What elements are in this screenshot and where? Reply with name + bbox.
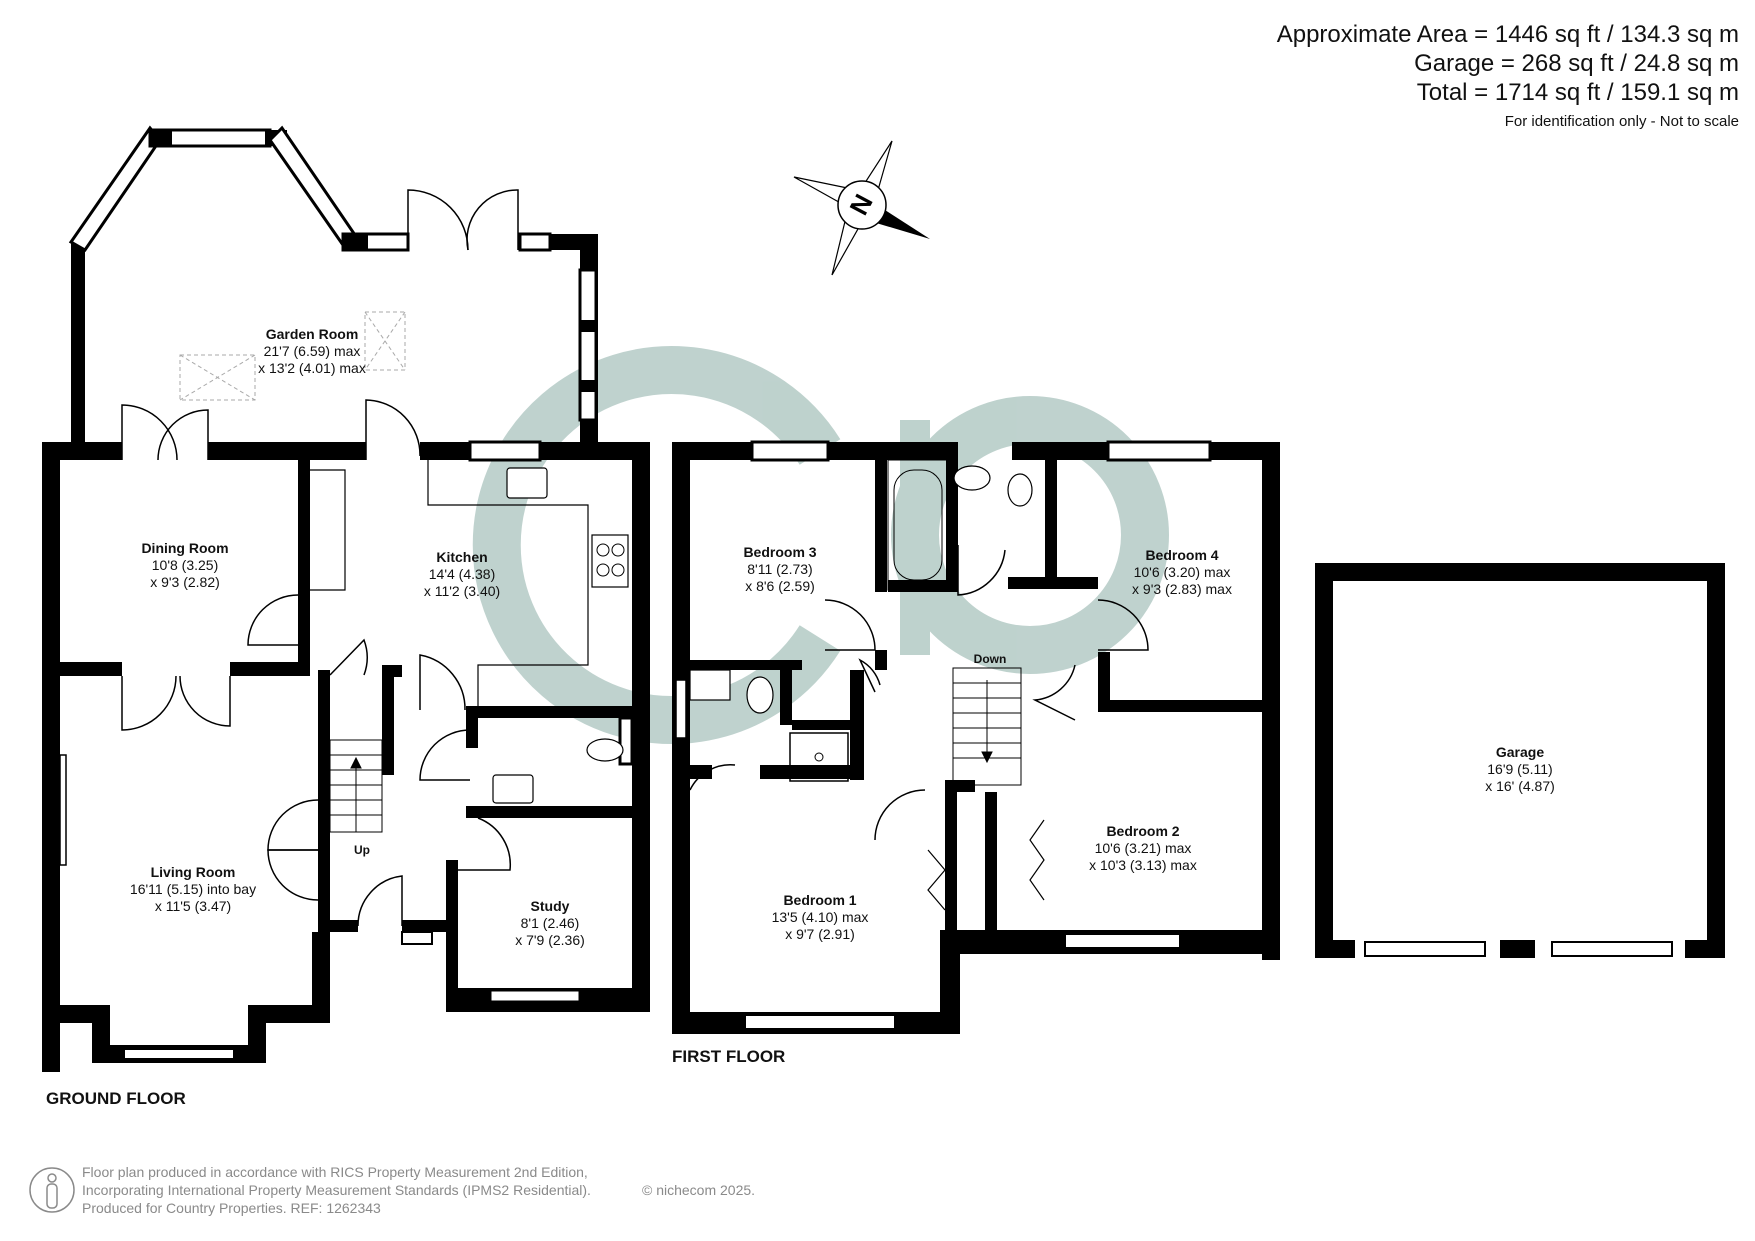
watermark-logo bbox=[472, 346, 1169, 744]
garden-room-name: Garden Room bbox=[266, 326, 359, 342]
garden-room-dim2: x 13'2 (4.01) max bbox=[258, 360, 366, 376]
first-floor-label: FIRST FLOOR bbox=[672, 1047, 785, 1066]
bedroom-1-name: Bedroom 1 bbox=[783, 892, 856, 908]
kitchen-dim1: 14'4 (4.38) bbox=[429, 566, 496, 582]
scale-note: For identification only - Not to scale bbox=[1504, 113, 1739, 130]
garage-area: Garage = 268 sq ft / 24.8 sq m bbox=[1414, 50, 1739, 77]
bedroom-4-name: Bedroom 4 bbox=[1145, 547, 1218, 563]
study-dim2: x 7'9 (2.36) bbox=[515, 932, 585, 948]
compass-icon: N bbox=[793, 140, 930, 276]
garden-room-wall bbox=[71, 242, 85, 442]
footer-line-2: Incorporating International Property Mea… bbox=[82, 1182, 591, 1198]
bedroom-1-dim1: 13'5 (4.10) max bbox=[772, 909, 869, 925]
study-name: Study bbox=[531, 898, 570, 914]
person-scale-icon bbox=[29, 1167, 75, 1213]
footer-notes: Floor plan produced in accordance with R… bbox=[82, 1163, 755, 1217]
total-area: Total = 1714 sq ft / 159.1 sq m bbox=[1416, 79, 1739, 106]
footer-line-1: Floor plan produced in accordance with R… bbox=[82, 1164, 588, 1180]
ground-floor bbox=[42, 125, 650, 1072]
bedroom-2-dim1: 10'6 (3.21) max bbox=[1095, 840, 1192, 856]
bedroom-3-dim2: x 8'6 (2.59) bbox=[745, 578, 815, 594]
bedroom-3-name: Bedroom 3 bbox=[743, 544, 816, 560]
garage-dim1: 16'9 (5.11) bbox=[1487, 761, 1552, 777]
stairs-up-label: Up bbox=[354, 843, 370, 857]
first-stairs bbox=[952, 667, 1022, 786]
living-room-name: Living Room bbox=[151, 864, 236, 880]
first-floor bbox=[672, 440, 1280, 1034]
living-room-dim1: 16'11 (5.15) into bay bbox=[130, 881, 256, 897]
kitchen-name: Kitchen bbox=[436, 549, 487, 565]
bedroom-1-dim2: x 9'7 (2.91) bbox=[785, 926, 855, 942]
ground-stairs bbox=[329, 739, 383, 833]
area-summary: Approximate Area = 1446 sq ft / 134.3 sq… bbox=[1277, 20, 1739, 133]
bedroom-4-dim1: 10'6 (3.20) max bbox=[1134, 564, 1231, 580]
garden-room-dim1: 21'7 (6.59) max bbox=[264, 343, 361, 359]
ground-floor-label: GROUND FLOOR bbox=[46, 1089, 186, 1108]
stairs-down-label: Down bbox=[974, 652, 1007, 666]
approximate-area: Approximate Area = 1446 sq ft / 134.3 sq… bbox=[1276, 21, 1739, 48]
living-room-dim2: x 11'5 (3.47) bbox=[155, 898, 231, 914]
kitchen-dim2: x 11'2 (3.40) bbox=[424, 583, 500, 599]
dining-room-name: Dining Room bbox=[141, 540, 228, 556]
garage-structure bbox=[1315, 563, 1725, 958]
room-labels: Garden Room 21'7 (6.59) max x 13'2 (4.01… bbox=[130, 326, 1555, 948]
dining-room-dim2: x 9'3 (2.82) bbox=[150, 574, 220, 590]
bedroom-4-dim2: x 9'3 (2.83) max bbox=[1132, 581, 1232, 597]
footer-copyright: © nichecom 2025. bbox=[642, 1182, 756, 1198]
study-dim1: 8'1 (2.46) bbox=[521, 915, 580, 931]
footer-line-3: Produced for Country Properties. REF: 12… bbox=[82, 1200, 381, 1216]
bedroom-3-dim1: 8'11 (2.73) bbox=[747, 561, 812, 577]
bedroom-2-name: Bedroom 2 bbox=[1106, 823, 1179, 839]
garage-dim2: x 16' (4.87) bbox=[1485, 778, 1555, 794]
dining-room-dim1: 10'8 (3.25) bbox=[152, 557, 219, 573]
garage-name: Garage bbox=[1496, 744, 1544, 760]
bedroom-2-dim2: x 10'3 (3.13) max bbox=[1089, 857, 1197, 873]
